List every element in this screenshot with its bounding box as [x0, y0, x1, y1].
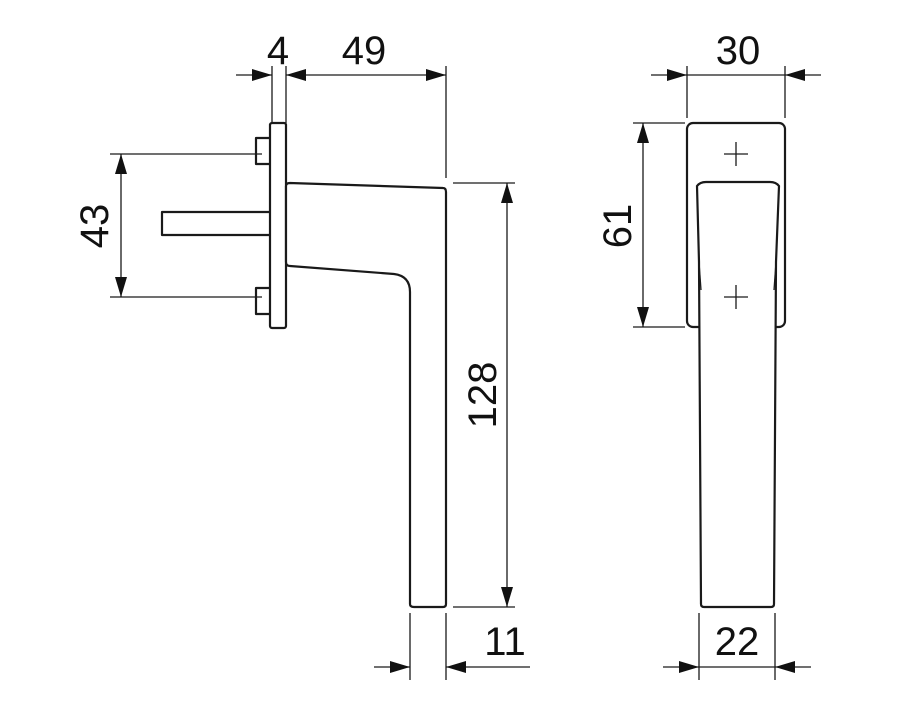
dim-rose-width-label: 30 [716, 29, 761, 73]
rose-plate-side [268, 121, 288, 330]
dim-fixing-centres-label: 43 [73, 204, 117, 249]
lever-handle-side [284, 181, 448, 609]
spindle [160, 210, 274, 237]
screw-mark-bottom [724, 285, 748, 309]
dim-lever-width-side-label: 11 [484, 620, 526, 664]
lever-handle-front [695, 180, 781, 609]
dim-lever-width-front-label: 22 [715, 620, 760, 664]
dim-lever-length-label: 128 [461, 362, 505, 429]
front-view: 30 61 22 [596, 29, 821, 680]
dim-rose-thickness-label: 4 [267, 29, 289, 73]
dim-projection-label: 49 [342, 29, 387, 73]
side-view: 4 49 43 128 11 [73, 29, 530, 680]
dim-rose-height-label: 61 [596, 204, 640, 249]
screw-mark-top [724, 142, 748, 166]
